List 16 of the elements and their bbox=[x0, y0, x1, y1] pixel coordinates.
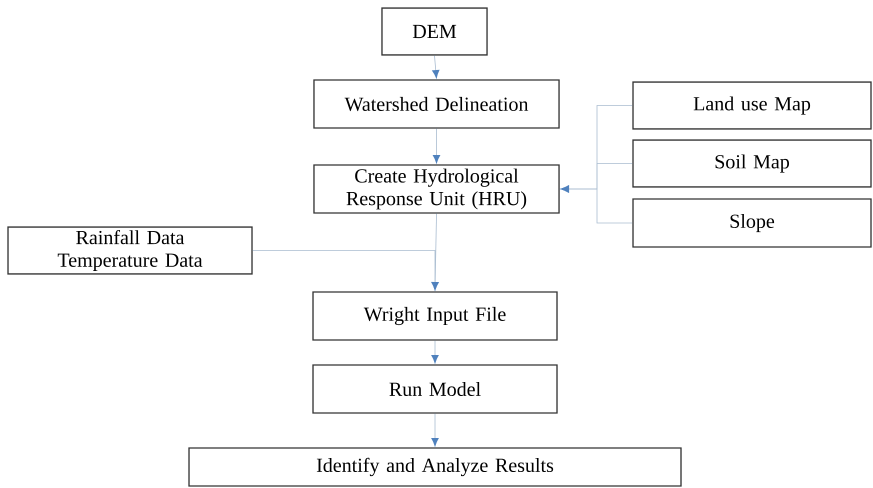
process-box: Soil Map bbox=[632, 139, 872, 188]
process-box: Identify and Analyze Results bbox=[188, 447, 682, 487]
arrow bbox=[431, 340, 439, 364]
arrow bbox=[431, 413, 439, 446]
process-box: Rainfall Data Temperature Data bbox=[7, 226, 253, 275]
process-box: Wright Input File bbox=[312, 291, 558, 341]
process-box: Run Model bbox=[312, 364, 558, 414]
arrow bbox=[252, 250, 439, 290]
process-box: Watershed Delineation bbox=[313, 79, 560, 129]
arrow bbox=[560, 185, 633, 224]
arrow bbox=[432, 55, 440, 78]
process-box: Slope bbox=[632, 198, 872, 248]
process-box: DEM bbox=[381, 7, 488, 56]
process-box: Land use Map bbox=[632, 81, 872, 130]
process-box: Create Hydrological Response Unit (HRU) bbox=[313, 164, 560, 214]
arrow bbox=[432, 128, 440, 164]
